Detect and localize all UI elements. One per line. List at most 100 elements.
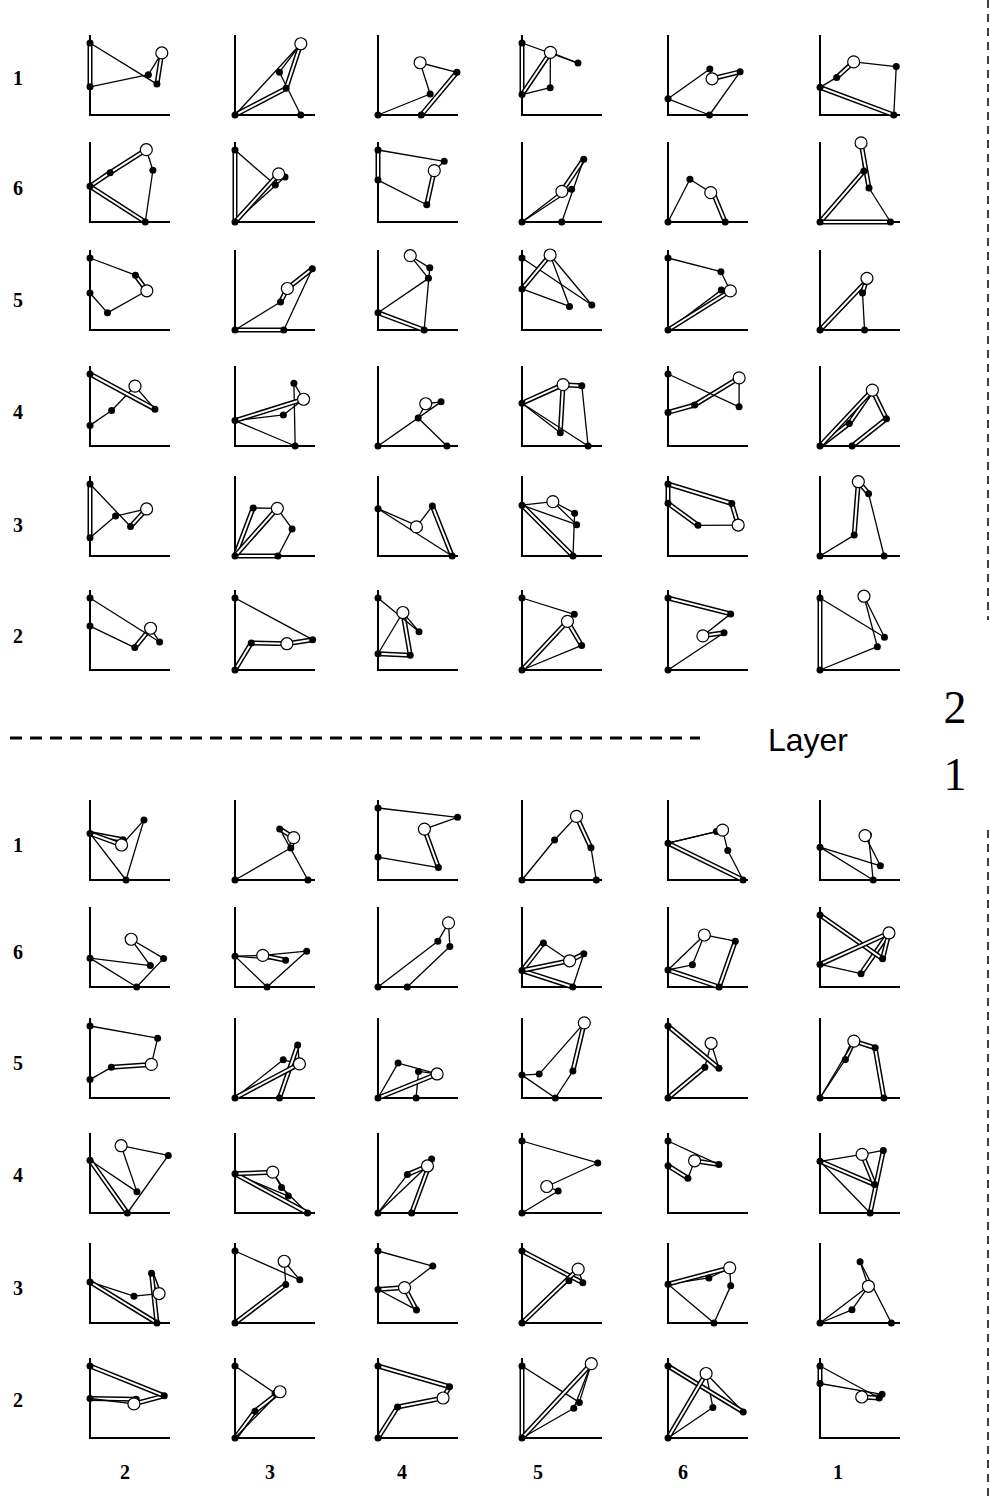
hollow-joint bbox=[140, 144, 152, 156]
joint bbox=[280, 1056, 287, 1063]
single-link bbox=[820, 1383, 882, 1394]
hollow-joint bbox=[128, 1398, 140, 1410]
single-link bbox=[869, 494, 885, 556]
joint bbox=[519, 877, 526, 884]
single-link bbox=[235, 879, 308, 880]
single-link bbox=[820, 1322, 891, 1323]
double-link-core bbox=[378, 313, 424, 330]
single-link bbox=[894, 67, 896, 115]
single-link bbox=[522, 1075, 555, 1098]
joint bbox=[881, 553, 888, 560]
single-link bbox=[235, 302, 281, 330]
joint bbox=[519, 967, 526, 974]
joint bbox=[573, 521, 580, 528]
axes bbox=[90, 250, 170, 330]
joint bbox=[686, 176, 693, 183]
single-link bbox=[573, 513, 575, 556]
hollow-joint bbox=[862, 1280, 874, 1292]
joint bbox=[87, 289, 94, 296]
joint bbox=[130, 1293, 137, 1300]
joint bbox=[395, 1060, 402, 1067]
axes bbox=[378, 907, 458, 987]
single-link bbox=[279, 72, 300, 115]
double-link bbox=[820, 282, 866, 330]
hollow-joint bbox=[437, 1392, 449, 1404]
joint bbox=[446, 1383, 453, 1390]
double-link-core bbox=[668, 598, 731, 614]
joint bbox=[232, 1435, 239, 1442]
double-link bbox=[520, 1366, 525, 1438]
single-link bbox=[820, 1286, 868, 1323]
double-link bbox=[522, 52, 550, 94]
double-link-core bbox=[668, 1067, 705, 1098]
double-link-core bbox=[378, 1074, 437, 1098]
joint bbox=[585, 443, 592, 450]
axes bbox=[522, 1358, 602, 1438]
joint bbox=[881, 634, 888, 641]
hollow-joint bbox=[852, 476, 864, 488]
joint bbox=[375, 309, 382, 316]
double-link-core bbox=[668, 1166, 688, 1178]
joint bbox=[232, 553, 239, 560]
hollow-joint bbox=[861, 272, 873, 284]
hollow-joint bbox=[689, 1155, 701, 1167]
double-link bbox=[398, 1398, 444, 1407]
joint bbox=[552, 1095, 559, 1102]
hollow-joint bbox=[145, 1058, 157, 1070]
axes bbox=[668, 590, 748, 670]
joint bbox=[568, 186, 575, 193]
single-link bbox=[377, 1366, 378, 1438]
hollow-joint bbox=[145, 622, 157, 634]
joint bbox=[394, 1403, 401, 1410]
joint bbox=[232, 1363, 239, 1370]
axes bbox=[820, 1018, 900, 1098]
single-link bbox=[378, 612, 403, 653]
single-link bbox=[668, 179, 690, 222]
single-link bbox=[280, 829, 308, 880]
joint bbox=[817, 912, 824, 919]
joint bbox=[519, 40, 526, 47]
hollow-joint bbox=[705, 1037, 717, 1049]
axes bbox=[378, 1243, 458, 1323]
single-link bbox=[235, 1097, 279, 1098]
joint bbox=[429, 503, 436, 510]
hollow-joint bbox=[267, 1166, 279, 1178]
double-link-core bbox=[668, 503, 698, 525]
single-link bbox=[547, 1163, 598, 1187]
joint bbox=[156, 639, 163, 646]
joint bbox=[153, 81, 160, 88]
hollow-joint bbox=[141, 285, 153, 297]
joint bbox=[740, 877, 747, 884]
hollow-joint bbox=[541, 1181, 553, 1193]
joint bbox=[140, 817, 147, 824]
index-number: 1 bbox=[833, 1462, 843, 1482]
axes bbox=[522, 1018, 602, 1098]
double-link bbox=[88, 43, 93, 87]
double-link-core bbox=[235, 329, 284, 331]
double-link-core bbox=[90, 1160, 127, 1213]
axes bbox=[522, 250, 602, 330]
joint bbox=[87, 1363, 94, 1370]
double-link-core bbox=[90, 186, 145, 222]
double-link-core bbox=[668, 484, 732, 504]
double-link bbox=[870, 1150, 883, 1213]
joint bbox=[665, 1162, 672, 1169]
joint bbox=[408, 1210, 415, 1217]
hollow-joint bbox=[578, 1017, 590, 1029]
hollow-joint bbox=[858, 590, 870, 602]
index-number: 6 bbox=[678, 1462, 688, 1482]
joint bbox=[717, 268, 724, 275]
joint bbox=[272, 182, 279, 189]
double-link-core bbox=[90, 1282, 157, 1323]
joint bbox=[446, 943, 453, 950]
hollow-joint bbox=[697, 630, 709, 642]
joint bbox=[519, 502, 526, 509]
joint bbox=[888, 1320, 895, 1327]
joint bbox=[122, 877, 129, 884]
joint bbox=[870, 877, 877, 884]
joint bbox=[665, 1363, 672, 1370]
axes bbox=[235, 907, 315, 987]
single-link bbox=[235, 150, 275, 185]
axes bbox=[235, 366, 315, 446]
axes bbox=[668, 142, 748, 222]
